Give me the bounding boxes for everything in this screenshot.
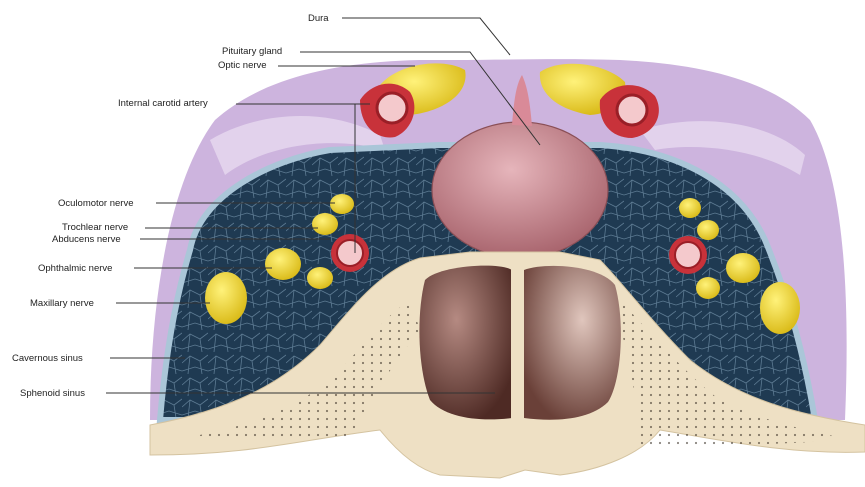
label-abducens-nerve: Abducens nerve [52, 234, 121, 245]
sphenoid-sinus-left-chamber [419, 266, 512, 420]
label-oculomotor-nerve: Oculomotor nerve [58, 198, 134, 209]
label-maxillary-nerve: Maxillary nerve [30, 298, 94, 309]
label-sphenoid-sinus: Sphenoid sinus [20, 388, 85, 399]
trochlear-nerve-left [312, 213, 338, 235]
sphenoid-sinus-right-chamber [524, 266, 621, 420]
label-pituitary-gland: Pituitary gland [222, 46, 282, 57]
trochlear-nerve-right [697, 220, 719, 240]
label-cavernous-sinus: Cavernous sinus [12, 353, 83, 364]
abducens-nerve-right [696, 277, 720, 299]
abducens-carotid-right [669, 236, 707, 274]
leader-dura [342, 18, 510, 55]
label-optic-nerve: Optic nerve [218, 60, 267, 71]
maxillary-nerve-right [760, 282, 800, 334]
ophthalmic-nerve-right [726, 253, 760, 283]
sphenoid-septum [511, 266, 524, 421]
oculomotor-nerve-left [330, 194, 354, 214]
oculomotor-nerve-right [679, 198, 701, 218]
maxillary-nerve-left [205, 272, 247, 324]
abducens-carotid-left [331, 234, 369, 272]
abducens-nerve-left [307, 267, 333, 289]
label-internal-carotid-artery: Internal carotid artery [118, 98, 208, 109]
ophthalmic-nerve-left [265, 248, 301, 280]
label-ophthalmic-nerve: Ophthalmic nerve [38, 263, 112, 274]
label-dura: Dura [308, 13, 329, 24]
pituitary-gland [432, 122, 608, 258]
label-trochlear-nerve: Trochlear nerve [62, 222, 128, 233]
